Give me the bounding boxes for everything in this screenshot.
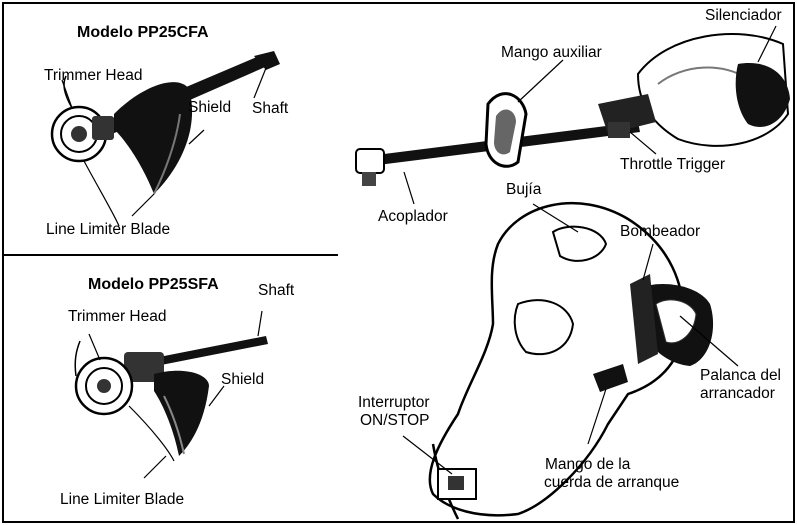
label-shield: Shield	[188, 99, 232, 116]
panel-title: Modelo PP25SFA	[88, 276, 219, 293]
label-interruptor-line1: Interruptor	[358, 394, 430, 411]
label-throttle-trigger: Throttle Trigger	[620, 156, 726, 173]
leader-trimmer-head	[61, 79, 73, 109]
label-shaft: Shaft	[258, 282, 295, 299]
label-bujia: Bujía	[506, 181, 542, 198]
leader-line-limiter	[143, 455, 167, 479]
leader-trimmer-head	[88, 333, 101, 361]
label-interruptor-line2: ON/STOP	[360, 412, 430, 429]
label-shaft: Shaft	[252, 100, 289, 117]
panel-pp25cfa: Modelo PP25CFA Trimmer Head Shield Shaft…	[2, 2, 340, 256]
label-mango-cuerda-line1: Mango de la	[545, 456, 631, 473]
label-trimmer-head: Trimmer Head	[68, 308, 167, 325]
label-line-limiter-blade: Line Limiter Blade	[60, 491, 185, 508]
leader-silenciador	[757, 25, 777, 63]
leader-throttle-trigger	[629, 131, 657, 155]
product-illustration	[355, 25, 790, 520]
leader-bujia	[532, 203, 579, 233]
label-acoplador: Acoplador	[378, 208, 448, 225]
label-bombeador: Bombeador	[620, 223, 701, 240]
panel-pp25sfa: Modelo PP25SFA Shaft Trimmer Head Shield…	[2, 254, 340, 523]
panel-product-overview: Mango auxiliar Silenciador Throttle Trig…	[338, 2, 795, 523]
label-shield: Shield	[221, 371, 265, 388]
label-mango-auxiliar: Mango auxiliar	[501, 44, 602, 61]
label-line-limiter-blade: Line Limiter Blade	[46, 221, 171, 238]
label-mango-cuerda-line2: cuerda de arranque	[544, 474, 680, 491]
leader-mango-cuerda	[587, 388, 607, 445]
leader-interruptor	[402, 435, 453, 475]
leader-line-limiter	[131, 193, 155, 217]
leader-palanca	[679, 315, 739, 367]
panel-title: Modelo PP25CFA	[77, 24, 209, 41]
leader-mango-auxiliar	[517, 59, 564, 103]
leader-acoplador	[403, 171, 415, 205]
pp25cfa-illustration	[50, 51, 280, 227]
label-silenciador: Silenciador	[705, 7, 782, 24]
label-trimmer-head: Trimmer Head	[44, 67, 143, 84]
leader-bombeador	[642, 243, 654, 281]
label-palanca-line2: arrancador	[700, 385, 775, 402]
label-palanca-line1: Palanca del	[700, 367, 782, 384]
pp25sfa-illustration	[74, 310, 268, 479]
leader-shield	[188, 129, 205, 145]
leader-shaft	[253, 67, 267, 99]
leader-shield	[208, 385, 225, 407]
leader-shaft	[257, 310, 263, 337]
